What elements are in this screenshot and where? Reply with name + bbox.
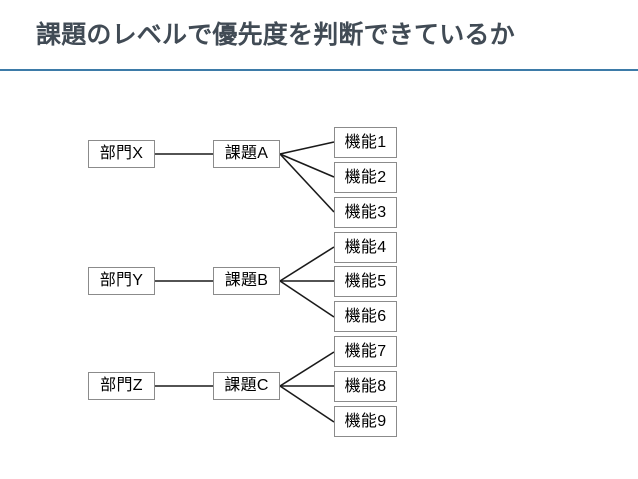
node-department-y[interactable]: 部門Y — [88, 267, 155, 295]
node-function-7[interactable]: 機能7 — [334, 336, 397, 367]
connector-issue-c-func-9 — [279, 385, 335, 423]
node-function-3[interactable]: 機能3 — [334, 197, 397, 228]
connector-issue-c-func-7 — [279, 351, 335, 387]
node-function-8[interactable]: 機能8 — [334, 371, 397, 402]
node-department-x[interactable]: 部門X — [88, 140, 155, 168]
node-issue-b[interactable]: 課題B — [213, 267, 280, 295]
node-function-2[interactable]: 機能2 — [334, 162, 397, 193]
node-function-4[interactable]: 機能4 — [334, 232, 397, 263]
connector-issue-a-func-3 — [279, 153, 335, 213]
node-issue-a[interactable]: 課題A — [213, 140, 280, 168]
connector-issue-b-func-6 — [279, 280, 335, 318]
title-divider — [0, 69, 638, 71]
connector-issue-a-func-2 — [279, 153, 335, 178]
node-function-1[interactable]: 機能1 — [334, 127, 397, 158]
node-function-5[interactable]: 機能5 — [334, 266, 397, 297]
connector-issue-b-func-4 — [279, 246, 335, 282]
slide-header: 課題のレベルで優先度を判断できているか — [0, 0, 638, 71]
node-function-6[interactable]: 機能6 — [334, 301, 397, 332]
page-title: 課題のレベルで優先度を判断できているか — [36, 21, 515, 49]
node-issue-c[interactable]: 課題C — [213, 372, 280, 400]
node-function-9[interactable]: 機能9 — [334, 406, 397, 437]
connector-issue-a-func-1 — [279, 141, 335, 155]
node-department-z[interactable]: 部門Z — [88, 372, 155, 400]
